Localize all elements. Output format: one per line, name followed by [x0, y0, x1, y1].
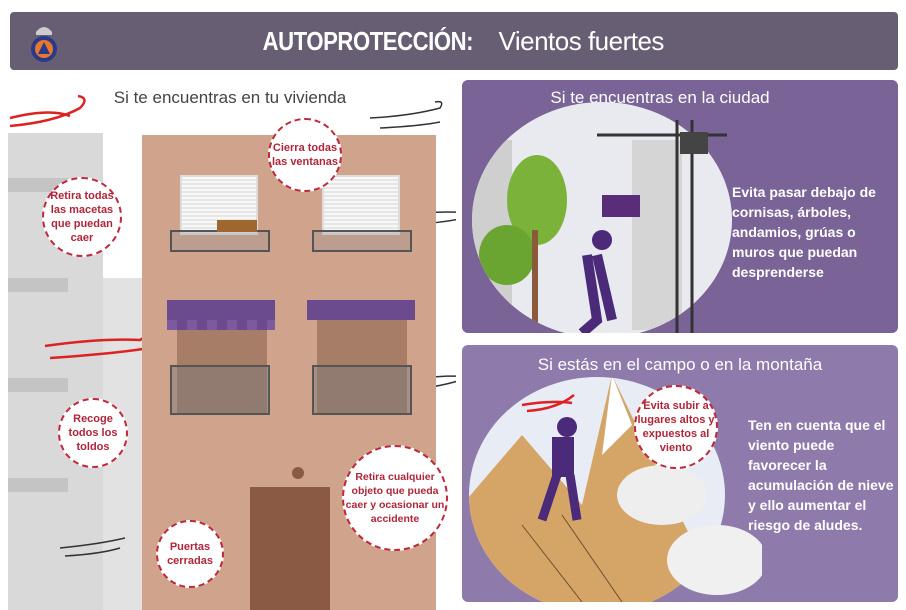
callout-high-places: Evita subir a lugares altos y expuestos …	[634, 385, 718, 469]
mountain-panel: Si estás en el campo o en la montaña Evi…	[462, 345, 898, 602]
header-bar: AUTOPROTECCIÓN: Vientos fuertes	[10, 12, 898, 70]
front-door	[250, 487, 330, 610]
callout-windows: Cierra todas las ventanas	[268, 118, 342, 192]
callout-objects: Retira cualquier objeto que pueda caer y…	[342, 445, 448, 551]
window	[322, 175, 400, 235]
mountain-scene-illustration	[469, 377, 762, 602]
balcony	[170, 365, 270, 415]
awning	[307, 300, 415, 320]
home-title: Si te encuentras en tu vivienda	[113, 88, 347, 107]
callout-awnings: Recoge todos los toldos	[58, 398, 128, 468]
callout-flowerpots: Retira todas las macetas que puedan caer	[42, 177, 122, 257]
city-panel: Si te encuentras en la ciudad Evita pasa…	[462, 80, 898, 333]
city-scene-illustration	[472, 102, 732, 333]
mountain-advice: Ten en cuenta que el viento puede favore…	[748, 417, 894, 533]
page-title: AUTOPROTECCIÓN: Vientos fuertes	[262, 26, 665, 56]
mountain-title: Si estás en el campo o en la montaña	[537, 355, 823, 374]
flower-pots	[217, 220, 257, 232]
callout-doors: Puertas cerradas	[156, 520, 224, 588]
civil-protection-logo	[31, 27, 57, 62]
city-advice: Evita pasar debajo de cornisas, árboles,…	[732, 184, 876, 280]
balcony	[312, 365, 412, 415]
awning	[167, 300, 275, 320]
